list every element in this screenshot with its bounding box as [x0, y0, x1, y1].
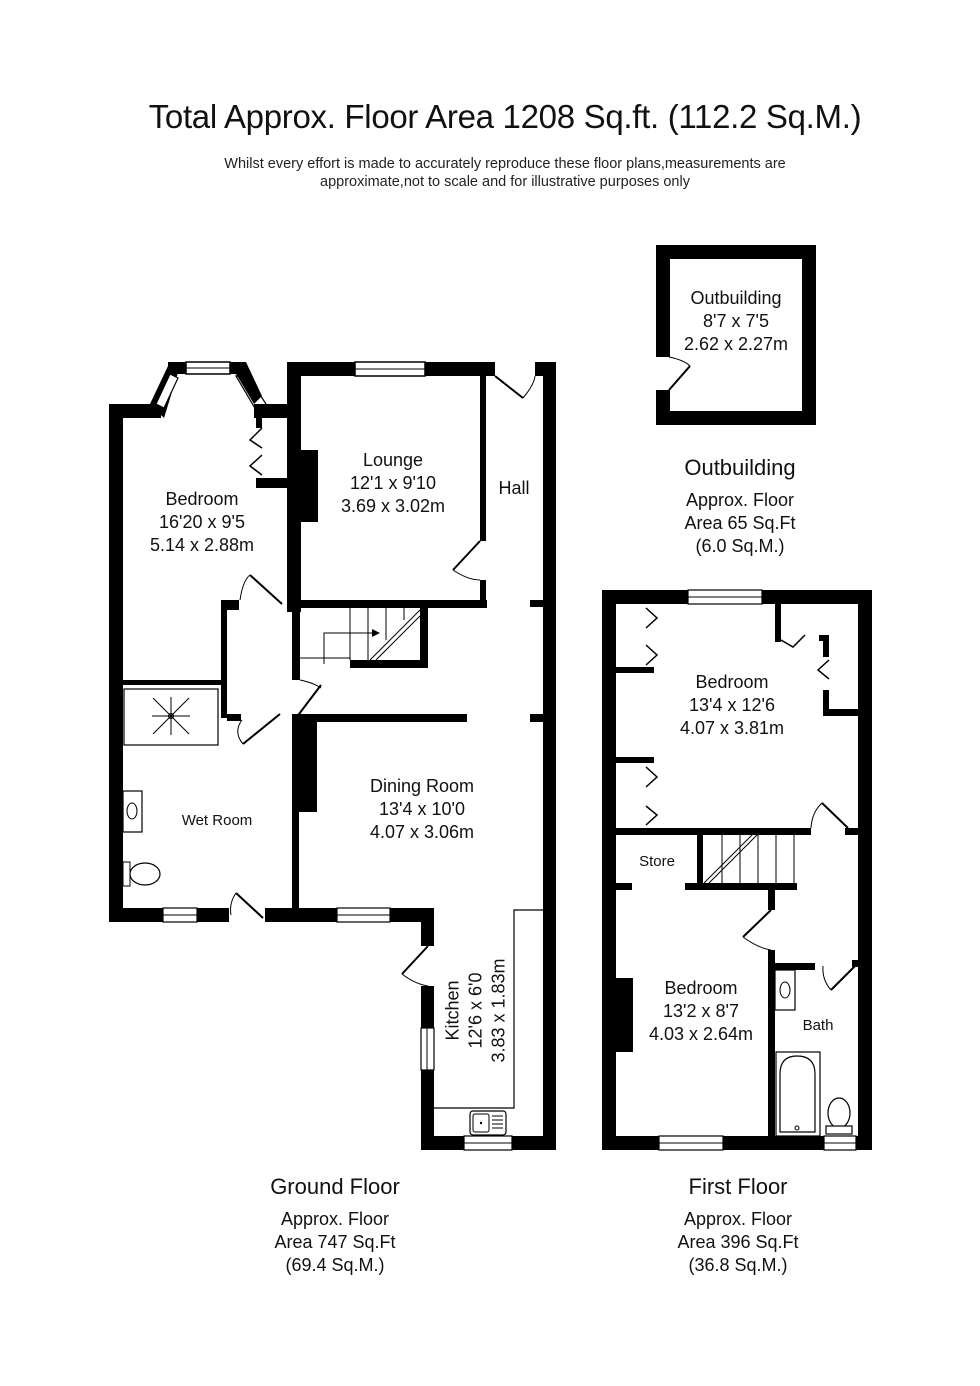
first-bedroom-rear-label: Bedroom 13'2 x 8'7 4.03 x 2.64m [626, 977, 776, 1046]
room-imperial-size: 16'20 x 9'5 [159, 512, 245, 532]
door-icon [295, 679, 322, 719]
room-name: Hall [498, 478, 530, 498]
floor-area-line-2: Area 65 Sq.Ft [684, 513, 796, 533]
room-imperial-size: 13'2 x 8'7 [663, 1001, 739, 1021]
basin-icon [122, 790, 143, 833]
floor-name: First Floor [688, 1174, 788, 1199]
floor-name: Ground Floor [270, 1174, 400, 1199]
basin-icon [774, 969, 796, 1011]
outbuilding-plan [656, 245, 816, 425]
door-icon [401, 945, 429, 987]
dining-room-label: Dining Room 13'4 x 10'0 4.07 x 3.06m [342, 775, 502, 844]
shower-tray-icon [123, 688, 219, 746]
outbuilding-room-label: Outbuilding 8'7 x 7'5 2.62 x 2.27m [656, 287, 816, 356]
disclaimer-line-2: approximate,not to scale and for illustr… [320, 174, 690, 190]
room-imperial-size: 13'4 x 10'0 [379, 799, 465, 819]
door-icon [822, 964, 857, 991]
outbuilding-summary: Outbuilding Approx. Floor Area 65 Sq.Ft … [640, 455, 840, 558]
floor-area-line-3: (6.0 Sq.M.) [695, 536, 785, 556]
ground-floor-summary: Ground Floor Approx. Floor Area 747 Sq.F… [235, 1174, 435, 1277]
room-imperial-size: 12'1 x 9'10 [350, 473, 436, 493]
floor-area-line-2: Area 747 Sq.Ft [274, 1232, 396, 1252]
room-name: Bath [802, 1017, 834, 1034]
hall-label: Hall [486, 477, 542, 500]
first-floor-plan [602, 589, 872, 1151]
room-name: Lounge [362, 450, 424, 470]
room-imperial-size: 8'7 x 7'5 [703, 311, 769, 331]
toilet-icon [825, 1097, 853, 1135]
floor-area-line-3: (69.4 Sq.M.) [285, 1255, 385, 1275]
room-metric-size: 4.07 x 3.06m [369, 822, 475, 842]
door-icon [668, 356, 691, 391]
room-metric-size: 4.03 x 2.64m [648, 1024, 754, 1044]
room-name: Bedroom [664, 978, 738, 998]
sink-icon [469, 1110, 507, 1136]
stairs-icon [300, 608, 428, 668]
wet-room-label: Wet Room [157, 809, 277, 832]
total-floor-area-title: Total Approx. Floor Area 1208 Sq.ft. (11… [148, 98, 862, 135]
room-metric-size: 5.14 x 2.88m [149, 535, 255, 555]
floor-area-line-1: Approx. Floor [280, 1209, 390, 1229]
first-bedroom-front-label: Bedroom 13'4 x 12'6 4.07 x 3.81m [652, 671, 812, 740]
ground-bedroom-label: Bedroom 16'20 x 9'5 5.14 x 2.88m [122, 488, 282, 557]
floor-area-line-3: (36.8 Sq.M.) [688, 1255, 788, 1275]
room-name: Bedroom [695, 672, 769, 692]
room-metric-size: 4.07 x 3.81m [679, 718, 785, 738]
room-name: Bedroom [165, 489, 239, 509]
room-metric-size: 3.69 x 3.02m [340, 496, 446, 516]
room-name: Outbuilding [690, 288, 782, 308]
bathtub-icon [775, 1051, 821, 1137]
ground-floor-plan [109, 361, 556, 1151]
room-metric-size: 3.83 x 1.83m [488, 958, 509, 1063]
floor-name: Outbuilding [684, 455, 796, 480]
room-imperial-size: 12'6 x 6'0 [465, 972, 486, 1049]
room-imperial-size: 13'4 x 12'6 [689, 695, 775, 715]
door-icon [810, 802, 849, 829]
kitchen-label: Kitchen 12'6 x 6'0 3.83 x 1.83m [442, 931, 511, 1091]
door-icon [230, 892, 264, 919]
floor-area-line-1: Approx. Floor [685, 490, 795, 510]
store-label: Store [624, 850, 690, 873]
room-name: Kitchen [442, 980, 463, 1041]
disclaimer-line-1: Whilst every effort is made to accuratel… [224, 156, 786, 172]
door-icon [494, 375, 536, 399]
room-name: Store [639, 853, 675, 870]
lounge-label: Lounge 12'1 x 9'10 3.69 x 3.02m [313, 449, 473, 518]
door-icon [452, 540, 481, 581]
stairs-icon [616, 834, 797, 890]
door-icon [237, 713, 281, 745]
room-name: Wet Room [181, 812, 253, 829]
floor-area-line-2: Area 396 Sq.Ft [677, 1232, 799, 1252]
room-name: Dining Room [369, 776, 475, 796]
door-icon [239, 574, 283, 605]
toilet-icon [122, 861, 161, 887]
first-floor-summary: First Floor Approx. Floor Area 396 Sq.Ft… [638, 1174, 838, 1277]
disclaimer: Whilst every effort is made to accuratel… [0, 155, 980, 191]
bath-label: Bath [790, 1014, 846, 1037]
door-icon [742, 909, 772, 951]
room-metric-size: 2.62 x 2.27m [683, 334, 789, 354]
floor-area-line-1: Approx. Floor [683, 1209, 793, 1229]
